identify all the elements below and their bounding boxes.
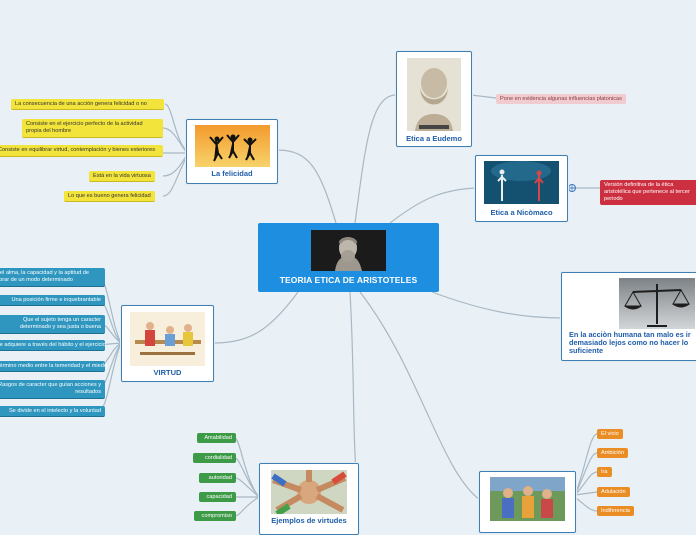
- virtue-example-item[interactable]: cordialidad: [193, 453, 236, 463]
- node-etica-nicomaco-label: Etica a Nicòmaco: [490, 208, 553, 217]
- felicidad-item[interactable]: Consiste en equilibrar virtud, contempla…: [0, 145, 163, 157]
- scales-image: [619, 278, 695, 329]
- vice-item[interactable]: Ambición: [597, 448, 629, 458]
- node-balance[interactable]: En la acciòn humana tan malo es ir demas…: [561, 272, 696, 361]
- globe-icon-lines: [569, 184, 575, 192]
- virtue-example-item[interactable]: Amabilidad: [197, 433, 236, 443]
- virtud-item[interactable]: Rasgos de caracter que guían acciones y …: [0, 380, 105, 399]
- felicidad-item[interactable]: Consiste en el ejercicio perfecto de la …: [22, 119, 163, 138]
- aristotle-bust-image: [311, 230, 386, 271]
- classroom-image: [130, 312, 205, 366]
- vice-item[interactable]: El vicio: [597, 429, 623, 439]
- vice-item[interactable]: Adulación: [597, 487, 630, 497]
- virtue-example-item[interactable]: capacidad: [199, 492, 236, 502]
- virtue-example-item[interactable]: compromiso: [194, 511, 236, 521]
- virtud-item[interactable]: Se divide en el intelecto y la voluntad: [0, 406, 105, 417]
- node-etica-nicomaco[interactable]: Etica a Nicòmaco: [475, 155, 568, 222]
- felicidad-item[interactable]: Está en la vida virtuosa: [89, 171, 155, 182]
- node-ejemplos-label: Ejemplos de virtudes: [271, 516, 347, 525]
- virtud-item[interactable]: Una posición firme e inquebrantable: [0, 295, 105, 306]
- plato-bust-image: [407, 58, 461, 131]
- felicidad-item[interactable]: La consecuencia de una acción genera fel…: [11, 99, 164, 110]
- eudemo-note[interactable]: Pone en evidencia algunas influencias pl…: [496, 94, 626, 104]
- node-felicidad-label: La felicidad: [211, 169, 253, 178]
- hands-together-image: [271, 470, 347, 514]
- virtue-example-item[interactable]: autoridad: [199, 473, 236, 483]
- node-virtud[interactable]: VIRTUD: [121, 305, 214, 382]
- vice-item[interactable]: Indiferencia: [597, 506, 634, 516]
- node-etica-eudemo[interactable]: Etica a Eudemo: [396, 51, 472, 147]
- virtud-item[interactable]: Del alma, la capacidad y la aptitud de o…: [0, 268, 105, 287]
- virtud-item[interactable]: Que el sujeto tenga un caracter determin…: [0, 315, 105, 334]
- vice-item[interactable]: Ira: [597, 467, 612, 477]
- node-virtud-label: VIRTUD: [153, 368, 182, 377]
- virtud-item[interactable]: Término medio entre la temeridad y el mi…: [0, 361, 107, 372]
- nicomaco-note[interactable]: Versión definitiva de la ética aristotél…: [600, 180, 696, 205]
- central-topic[interactable]: TEORIA ETICA DE ARISTOTELES: [258, 223, 439, 292]
- felicidad-item[interactable]: Lo que es bueno genera felicidad: [64, 191, 155, 202]
- figures-image: [484, 161, 559, 204]
- virtud-item[interactable]: Se adquiere a través del hábito y el eje…: [0, 340, 106, 351]
- node-felicidad[interactable]: La felicidad: [186, 119, 278, 184]
- people-image: [490, 477, 565, 521]
- jumping-people-image: [195, 125, 270, 167]
- node-ejemplos-virtudes[interactable]: Ejemplos de virtudes: [259, 463, 359, 535]
- node-balance-label: En la acciòn humana tan malo es ir demas…: [569, 330, 691, 355]
- node-vicios[interactable]: [479, 471, 576, 533]
- central-title: TEORIA ETICA DE ARISTOTELES: [279, 275, 418, 285]
- node-etica-eudemo-label: Etica a Eudemo: [406, 134, 462, 143]
